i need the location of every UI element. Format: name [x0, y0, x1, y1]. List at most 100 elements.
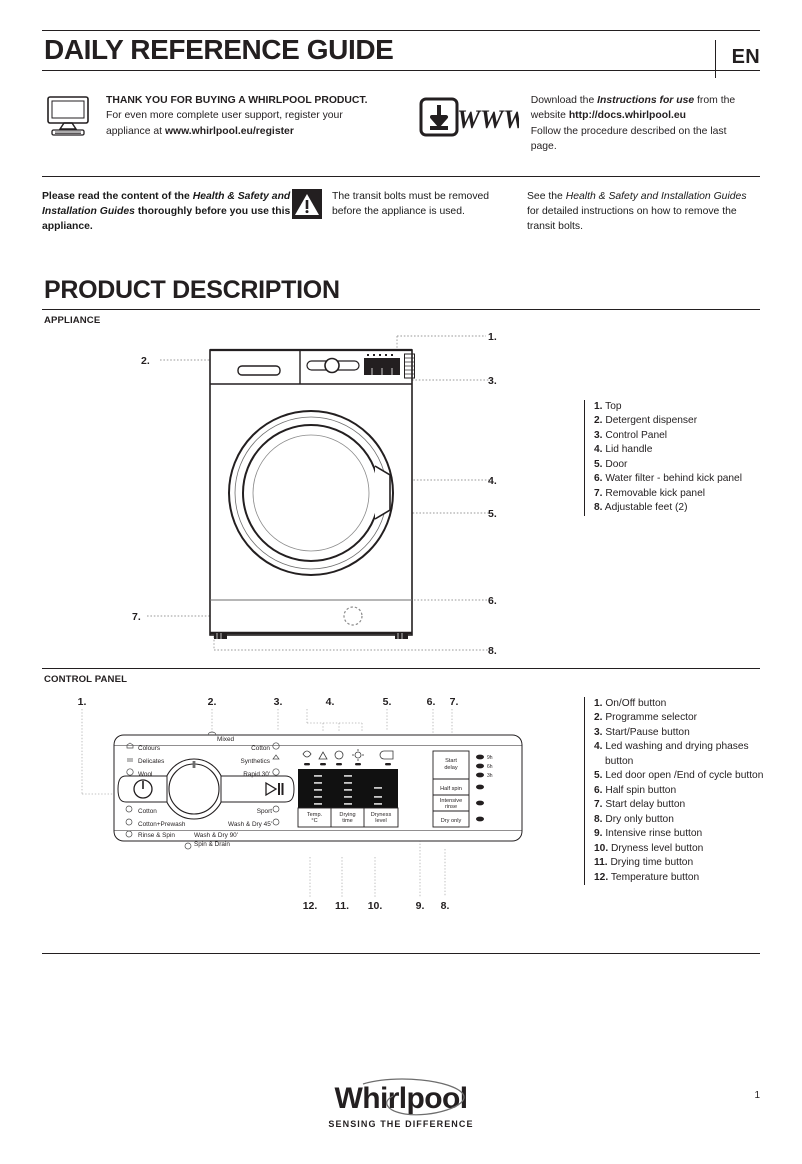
legend-num: 5. [594, 770, 603, 782]
read-guides-notice: Please read the content of the Health & … [42, 189, 292, 234]
legend-item: 4. Lid handle [594, 443, 742, 457]
legend-label: Door [605, 458, 628, 470]
legend-item: 2. Detergent dispenser [594, 414, 742, 428]
see-guides-guide-name: Health & Safety and Installation Guides [565, 190, 747, 202]
legend-item: 1. Top [594, 400, 742, 414]
see-guides-part2: for detailed instructions on how to remo… [527, 205, 737, 232]
cp-callout-4: 4. [326, 696, 335, 708]
download-line3: Follow the procedure described on the la… [530, 125, 727, 137]
cp-callout-3: 3. [274, 696, 283, 708]
appliance-callout-1: 1. [488, 331, 497, 343]
display-button-dryness-line2: level [375, 818, 387, 824]
whirlpool-swoosh-icon [362, 1078, 465, 1116]
brand-logo: Whirlpool SENSING THE DIFFERENCE [0, 1078, 802, 1129]
download-url: http://docs.whirlpool.eu [568, 110, 687, 122]
legend-num: 1. [594, 697, 603, 709]
delay-led-label-3h: 3h [487, 773, 493, 779]
www-download-icon: WWW [419, 93, 528, 144]
cp-callout-2: 2. [208, 696, 217, 708]
cp-callout-5: 5. [383, 696, 392, 708]
programme-label-synthetics: Synthetics [241, 758, 270, 765]
legend-num: 4. [594, 741, 603, 753]
legend-item: 3. Start/Pause button [594, 726, 770, 740]
document-page: DAILY REFERENCE GUIDE EN THANK YOU FOR B… [0, 30, 802, 1164]
page-title: DAILY REFERENCE GUIDE [44, 34, 394, 65]
download-doc-name: Instructions for use [597, 95, 695, 107]
programme-label-spin-drain: Spin & Drain [194, 841, 230, 848]
programme-label-rinse-spin: Rinse & Spin [138, 832, 175, 839]
legend-label: Control Panel [605, 429, 668, 441]
legend-num: 3. [594, 429, 603, 441]
delay-led-label-9h: 9h [487, 755, 493, 761]
cp-callout-6: 6. [427, 696, 436, 708]
safety-row: Please read the content of the Health & … [42, 188, 760, 234]
control-panel-legend: 1. On/Off button 2. Programme selector 3… [584, 696, 770, 886]
language-badge: EN [731, 46, 760, 68]
option-button-intensive-rinse-line2: rinse [445, 804, 457, 810]
language-divider [715, 40, 716, 78]
legend-label: Top [605, 400, 622, 412]
download-line1-suffix: from the [694, 95, 736, 107]
see-guides-part1: See the [527, 190, 566, 202]
option-button-intensive-rinse-line1: Intensive [440, 798, 462, 804]
legend-num: 6. [594, 784, 603, 796]
legend-item: 12. Temperature button [594, 871, 770, 885]
download-text: Download the Instructions for use from t… [531, 93, 735, 153]
legend-num: 8. [594, 502, 603, 514]
transit-bolts-text: The transit bolts must be removed before… [332, 189, 489, 219]
legend-item: 9. Intensive rinse button [594, 827, 770, 841]
legend-label: Removable kick panel [605, 487, 706, 499]
delay-led-label-6h: 6h [487, 764, 493, 770]
logo-wordmark: Whirlpool [334, 1082, 469, 1115]
legend-item: 5. Door [594, 458, 742, 472]
legend-num: 9. [594, 828, 603, 840]
section-rule [42, 308, 760, 310]
subsection-label-appliance: APPLIANCE [44, 314, 101, 326]
legend-item: 2. Programme selector [594, 711, 770, 725]
display-button-temp-line1: Temp. [307, 812, 323, 818]
monitor-icon [42, 93, 94, 142]
legend-label: Start delay button [605, 799, 686, 811]
rinse-icon [318, 751, 328, 760]
legend-item: 6. Half spin button [594, 784, 770, 798]
legend-num: 8. [594, 813, 603, 825]
page-number: 1 [754, 1090, 760, 1101]
legend-label: Temperature button [610, 871, 700, 883]
power-icon [133, 779, 153, 799]
legend-label: On/Off button [605, 697, 667, 709]
legend-num: 10. [594, 842, 609, 854]
display-button-drying-time-line2: time [342, 818, 353, 824]
legend-item: 4. Led washing and drying phases button [594, 740, 770, 769]
section-title-product-description: PRODUCT DESCRIPTION [44, 275, 340, 304]
legend-label: Dryness level button [611, 842, 704, 854]
download-line2-prefix: website [530, 110, 569, 122]
legend-item: 8. Adjustable feet (2) [594, 501, 742, 515]
programme-label-sport: Sport [257, 808, 272, 815]
cp-callout-11: 11. [335, 900, 349, 912]
legend-label: Water filter - behind kick panel [605, 473, 742, 485]
programme-label-cotton-b: Cotton [138, 808, 157, 815]
download-block: WWW Download the Instructions for use fr… [419, 93, 760, 153]
legend-num: 5. [594, 458, 603, 470]
programme-label-wash-dry-90: Wash & Dry 90' [194, 832, 238, 839]
appliance-callout-6: 6. [488, 595, 497, 607]
intro-row: THANK YOU FOR BUYING A WHIRLPOOL PRODUCT… [42, 93, 760, 153]
read-notice-part2: thoroughly before you use this appliance… [42, 205, 291, 232]
appliance-callout-2: 2. [141, 355, 150, 367]
legend-num: 2. [594, 712, 603, 724]
register-url: www.whirlpool.eu/register [164, 125, 294, 137]
appliance-callout-5: 5. [488, 508, 497, 520]
logo-tagline: SENSING THE DIFFERENCE [328, 1119, 474, 1129]
appliance-figure: 1. 2. 3. 4. 5. 6. 7. 8. 1. Top 2. Deterg… [42, 328, 760, 668]
legend-label: Dry only button [605, 813, 674, 825]
legend-label: Led door open /End of cycle button [605, 770, 764, 782]
option-button-dry-only: Dry only [441, 818, 462, 824]
programme-label-wash-dry-45: Wash & Dry 45' [228, 821, 272, 828]
read-notice-guide-name: Health & Safety and Installation Guides [42, 190, 291, 217]
download-line4: page. [530, 140, 557, 152]
register-headline: THANK YOU FOR BUYING A WHIRLPOOL PRODUCT… [106, 95, 368, 107]
register-line1: For even more complete user support, reg… [106, 110, 343, 122]
cp-callout-9: 9. [416, 900, 425, 912]
legend-num: 12. [594, 871, 609, 883]
legend-num: 11. [594, 857, 608, 869]
